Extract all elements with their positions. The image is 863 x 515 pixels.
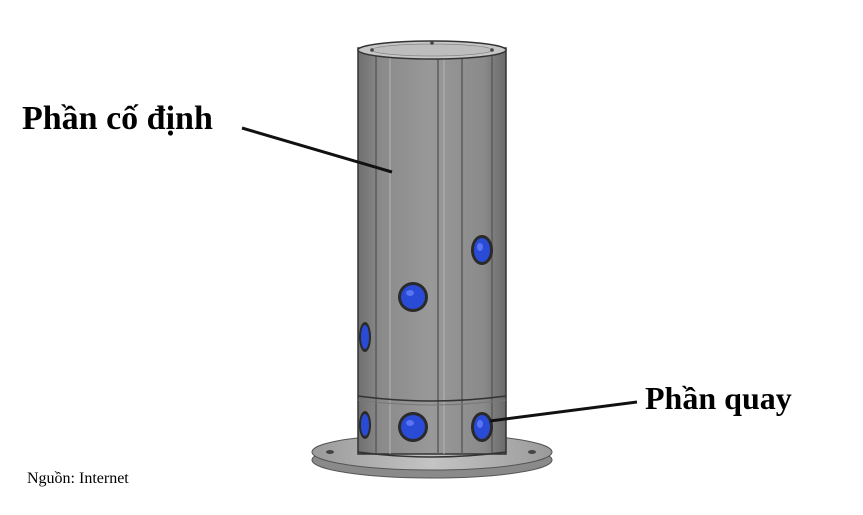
port-ring-right <box>471 412 493 442</box>
port-left-upper <box>359 322 371 352</box>
source-caption: Nguồn: Internet <box>27 470 129 487</box>
port-upper-right <box>471 235 493 265</box>
flange-bolt-hole-right <box>528 450 536 454</box>
leader-line-fixed-part <box>241 126 393 174</box>
port-middle <box>398 282 428 312</box>
rotating-part-ring <box>357 395 507 458</box>
label-rotating-part: Phần quay <box>645 380 792 416</box>
ports <box>359 235 493 442</box>
leader-line-rotating-part <box>489 400 638 423</box>
label-fixed-part: Phần cố định <box>22 100 213 137</box>
flange-bolt-hole-left <box>326 450 334 454</box>
port-ring-middle <box>398 412 428 442</box>
port-ring-left <box>359 411 371 439</box>
